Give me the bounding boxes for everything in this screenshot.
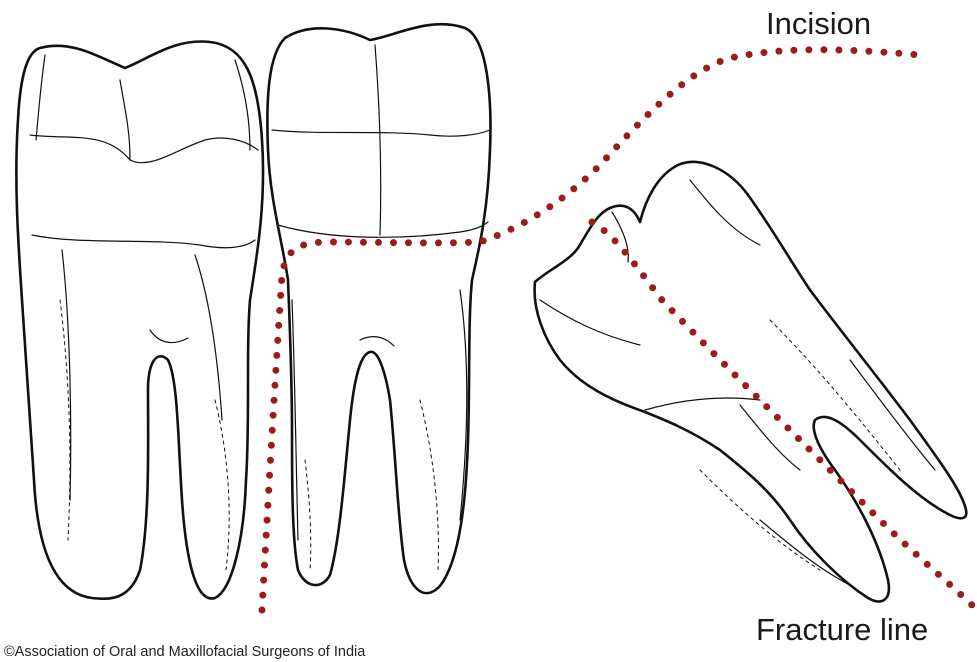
left-molar xyxy=(16,41,263,598)
impacted-third-molar xyxy=(535,162,967,602)
copyright-notice: ©Association of Oral and Maxillofacial S… xyxy=(4,644,365,660)
middle-molar xyxy=(267,24,490,593)
incision-label: Incision xyxy=(766,6,871,42)
fracture-line-label: Fracture line xyxy=(756,612,928,648)
